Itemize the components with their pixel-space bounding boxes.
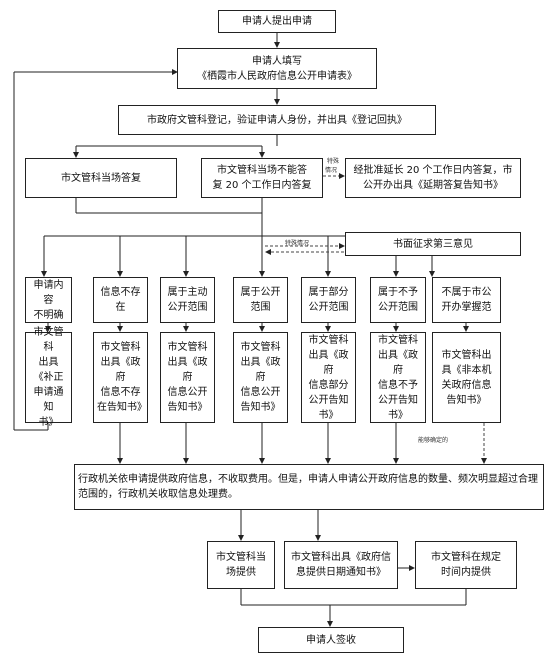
node-provide-later: 市文管科在规定 时间内提供 [415, 541, 517, 589]
notice-not-ours: 市文管科出 具《非本机 关政府信息 告知书》 [432, 332, 501, 423]
label-special-2: 情况 [325, 167, 338, 174]
node-sign: 申请人签收 [258, 627, 404, 653]
node-not-on-site-reply: 市文管科当场不能答 复 20 个工作日内答复 [201, 158, 323, 198]
node-on-site-reply: 市文管科当场答复 [25, 158, 177, 198]
notice-public: 市文管科 出具《政府 信息公开 告知书》 [233, 332, 288, 423]
notice-not-public: 市文管科 出具《政府 信息不予 公开告知 书》 [370, 332, 426, 423]
notice-partial-public: 市文管科 出具《政府 信息部分 公开告知 书》 [301, 332, 356, 423]
label-special-1: 特殊 [327, 158, 340, 165]
category-not-public: 属于不予 公开范围 [370, 277, 426, 323]
node-fee-note: 行政机关依申请提供政府信息，不收取费用。但是，申请人申请公开政府信息的数量、频次… [74, 464, 544, 510]
notice-not-exist: 市文管科 出具《政府 信息不存 在告知书》 [93, 332, 148, 423]
notice-supplement: 市文管科 出具《补正 申请通知 书》 [25, 327, 72, 428]
label-if-known: 能够确定的 [418, 437, 449, 444]
node-provide-now: 市文管科当 场提供 [207, 541, 275, 589]
label-special-case: 特殊情况 [285, 240, 310, 247]
node-third-party: 书面征求第三意见 [345, 232, 521, 256]
category-partial-public: 属于部分 公开范围 [301, 277, 356, 323]
category-unclear: 申请内容 不明确 [25, 277, 72, 323]
category-public: 属于公开 范围 [233, 277, 288, 323]
category-not-exist: 信息不存 在 [93, 277, 148, 323]
category-active-public: 属于主动 公开范围 [160, 277, 215, 323]
node-fill-form: 申请人填写 《栖霞市人民政府信息公开申请表》 [177, 48, 377, 89]
node-date-notice: 市文管科出具《政府信 息提供日期通知书》 [284, 541, 398, 589]
notice-active-public: 市文管科 出具《政府 信息公开 告知书》 [160, 332, 215, 423]
category-not-ours: 不属于市公 开办掌握范 [432, 277, 501, 323]
node-extend-reply: 经批准延长 20 个工作日内答复，市 公开办出具《延期答复告知书》 [345, 158, 521, 198]
node-apply: 申请人提出申请 [218, 10, 336, 33]
node-register: 市政府文管科登记，验证申请人身份，并出具《登记回执》 [118, 105, 436, 135]
